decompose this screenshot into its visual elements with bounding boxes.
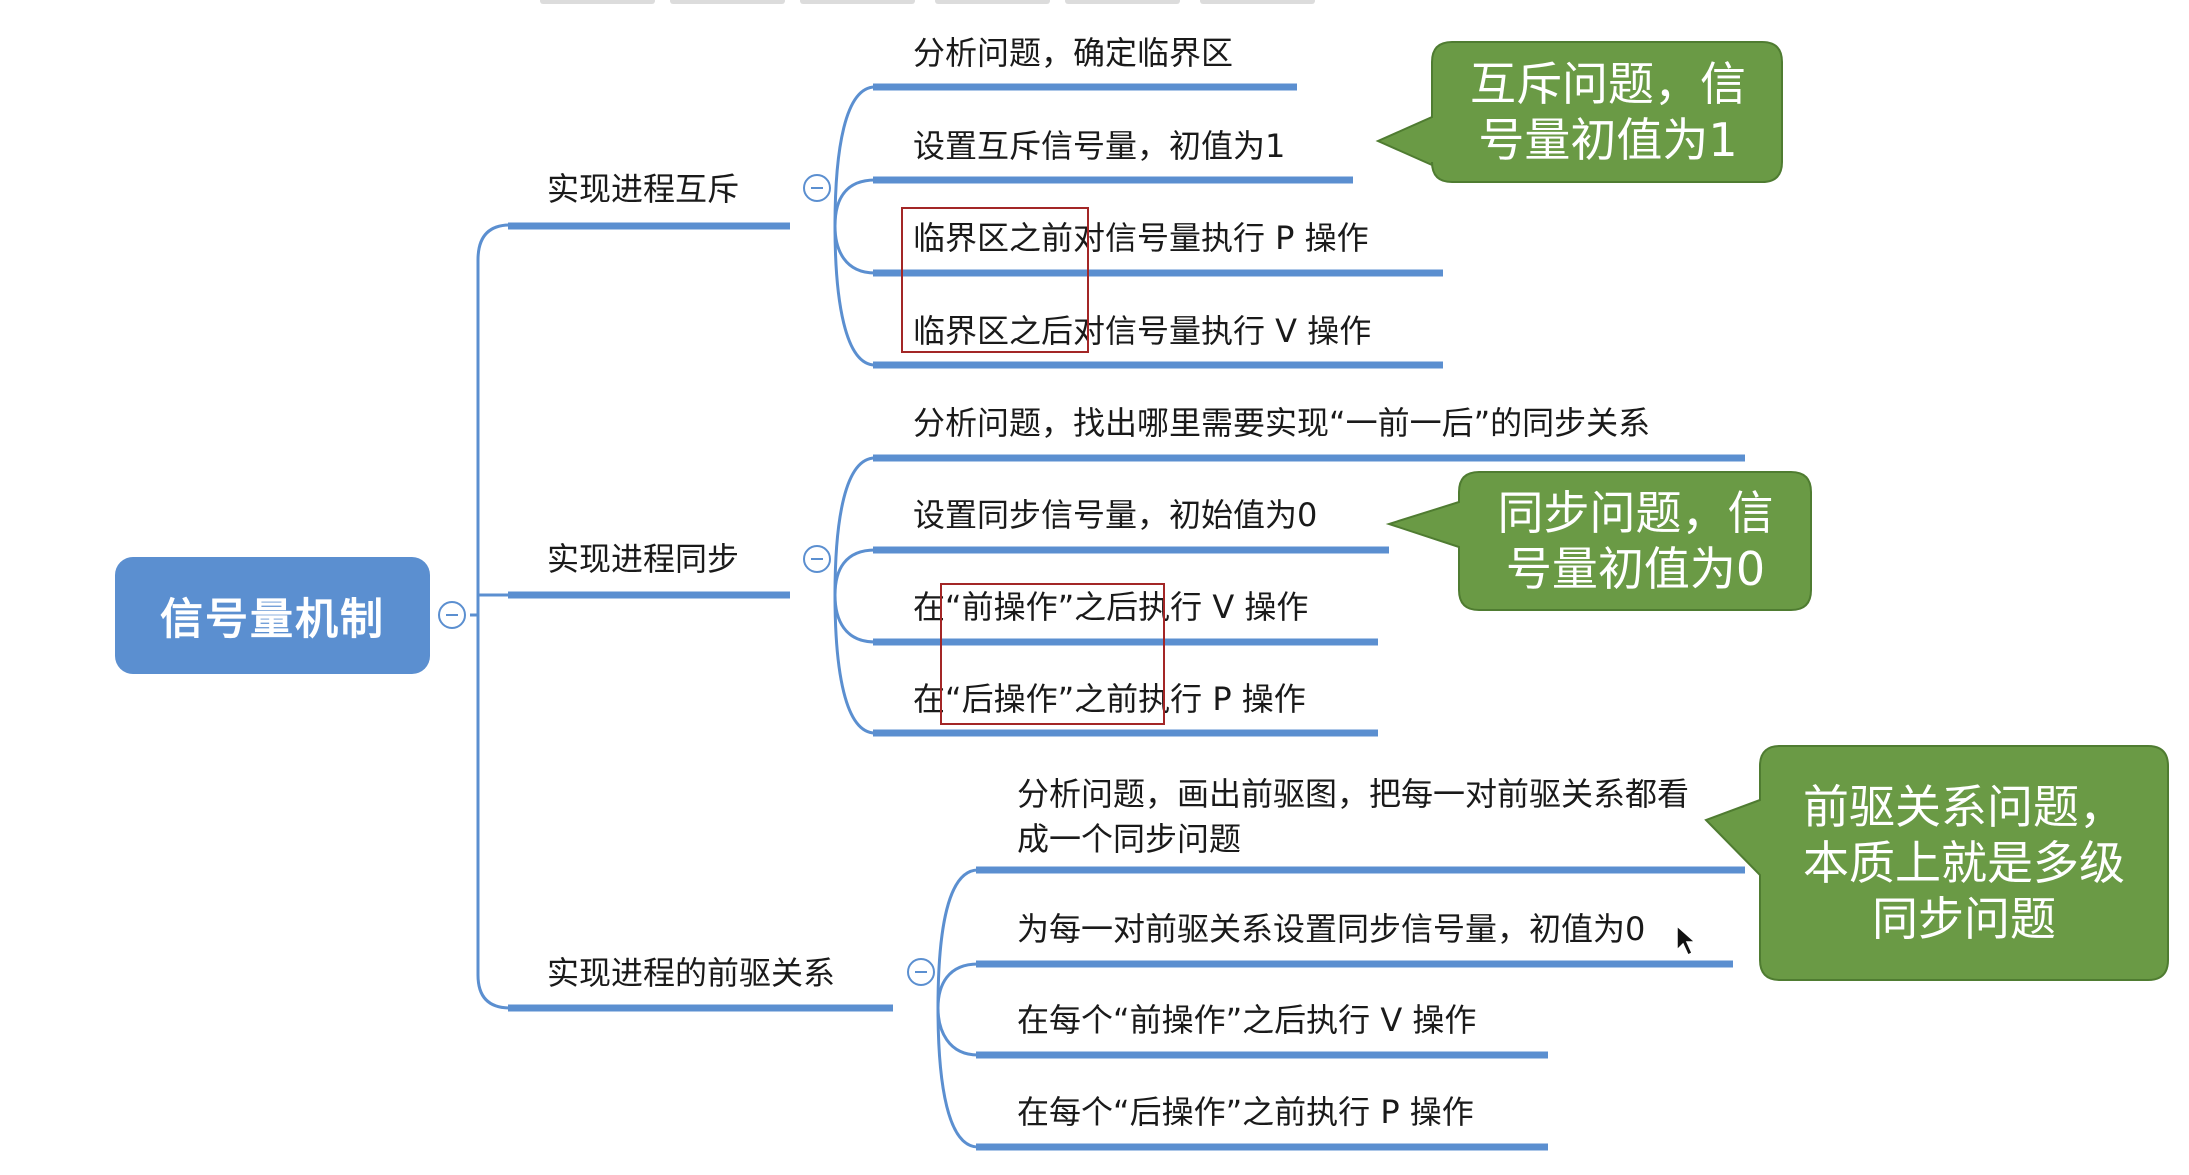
connector-b3-c2: [936, 962, 979, 1009]
connector-root-branch-1: [476, 223, 511, 615]
minus-circle-icon[interactable]: [907, 958, 935, 986]
connector-b1-c1: [833, 85, 876, 227]
connector-b1-c3: [833, 225, 876, 275]
callout-mutex: 互斥问题，信 号量初值为1: [1470, 56, 1746, 167]
mouse-pointer-icon: [1676, 924, 1697, 957]
branch-label-mutex[interactable]: 实现进程互斥: [547, 170, 740, 208]
root-node[interactable]: 信号量机制: [115, 557, 430, 674]
child-b3-3[interactable]: 在每个“前操作”之后执行 V 操作: [1017, 1001, 1477, 1039]
connector-b1-c2: [833, 178, 876, 227]
child-b2-2[interactable]: 设置同步信号量，初始值为0: [913, 496, 1318, 534]
toolbar-tab-stub: [540, 0, 655, 4]
child-b1-4[interactable]: 临界区之后对信号量执行 V 操作: [913, 312, 1372, 350]
callout-shape-1: [1375, 41, 1783, 183]
connector-b3-c4: [936, 1007, 979, 1149]
toolbar-tab-stub: [935, 0, 1050, 4]
child-b3-2[interactable]: 为每一对前驱关系设置同步信号量，初值为0: [1017, 910, 1646, 948]
connector-b2-c2: [833, 548, 876, 596]
branch-label-precedence[interactable]: 实现进程的前驱关系: [547, 954, 836, 992]
toolbar-tab-stub: [1065, 0, 1180, 4]
callout-shape-3: [1704, 745, 2169, 981]
minus-circle-icon[interactable]: [803, 545, 831, 573]
toolbar-tab-stub: [670, 0, 785, 4]
child-b1-3[interactable]: 临界区之前对信号量执行 P 操作: [913, 219, 1369, 257]
child-b2-1[interactable]: 分析问题，找出哪里需要实现“一前一后”的同步关系: [913, 404, 1651, 442]
child-b1-1[interactable]: 分析问题，确定临界区: [913, 34, 1234, 72]
child-b2-3[interactable]: 在“前操作”之后执行 V 操作: [913, 588, 1309, 626]
callout-shapes: [1375, 41, 2169, 981]
child-b3-1[interactable]: 分析问题，画出前驱图，把每一对前驱关系都看成一个同步问题: [1017, 775, 1690, 858]
connector-b2-c1: [833, 456, 876, 596]
connector-b3-c1: [936, 868, 979, 1009]
connector-b1-c4: [833, 225, 876, 367]
minus-circle-icon[interactable]: [803, 174, 831, 202]
minus-circle-icon[interactable]: [438, 601, 466, 629]
callout-shape-2: [1385, 471, 1812, 611]
connector-b2-c3: [833, 594, 876, 644]
child-b2-4[interactable]: 在“后操作”之前执行 P 操作: [913, 680, 1306, 718]
callout-sync: 同步问题，信 号量初值为0: [1497, 485, 1774, 596]
child-b1-2[interactable]: 设置互斥信号量，初值为1: [913, 127, 1286, 165]
connector-root-branch-2: [476, 593, 510, 615]
connector-b3-c3: [936, 1007, 979, 1057]
toolbar-tab-stub: [1200, 0, 1315, 4]
connector-root-branch-3: [476, 615, 511, 1010]
branch-label-sync[interactable]: 实现进程同步: [547, 540, 740, 578]
toolbar-tab-stub: [800, 0, 915, 4]
connector-b2-c4: [833, 594, 876, 735]
child-b3-4[interactable]: 在每个“后操作”之前执行 P 操作: [1017, 1093, 1474, 1131]
callout-precedence: 前驱关系问题， 本质上就是多级 同步问题: [1803, 779, 2125, 947]
